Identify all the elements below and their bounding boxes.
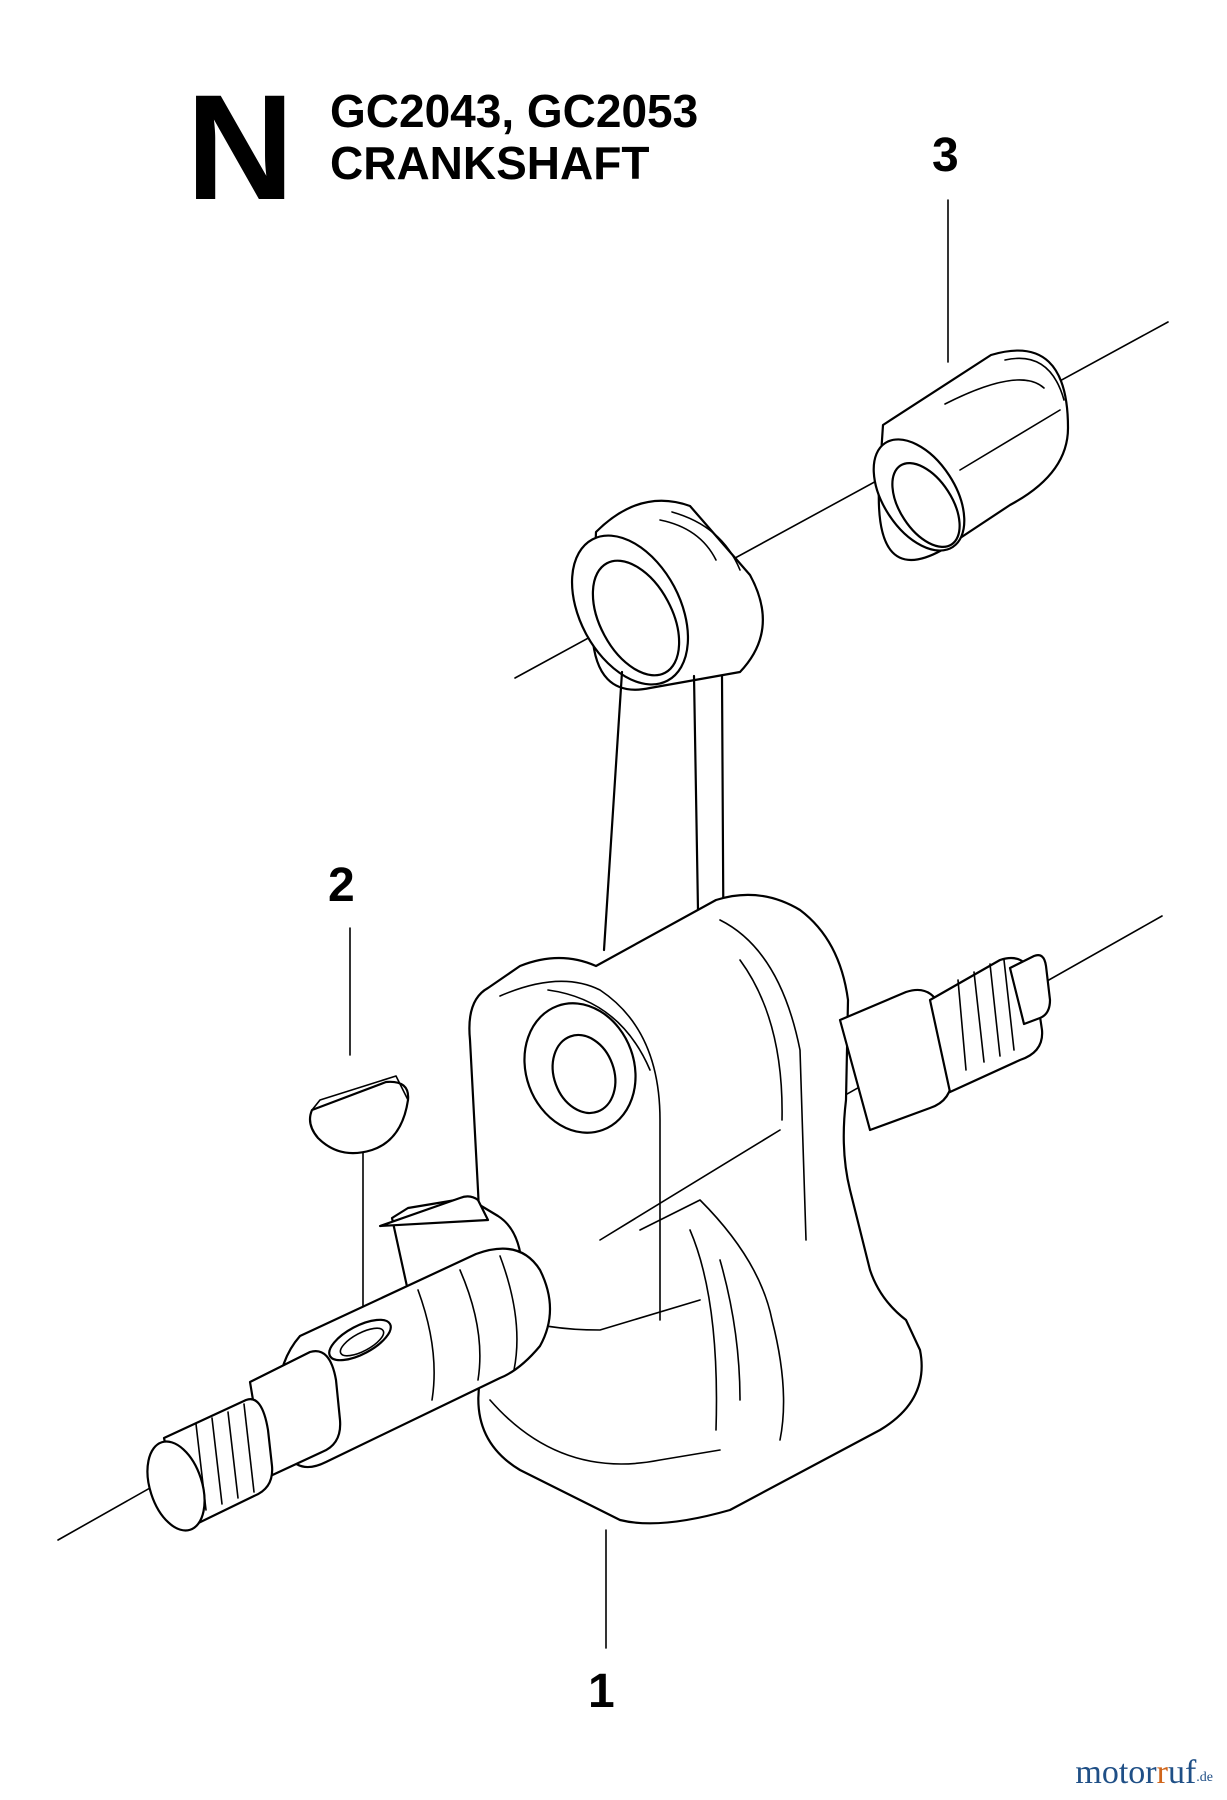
small-end-ring <box>570 499 764 691</box>
watermark-logo: motorruf.de <box>1075 1756 1213 1790</box>
woodruff-key-part <box>308 1075 410 1155</box>
diagram-title: CRANKSHAFT <box>330 137 650 189</box>
watermark-tld: .de <box>1196 1770 1213 1785</box>
bearing-bushing-part <box>872 349 1070 562</box>
watermark-brand-accent-r: r <box>1156 1754 1168 1791</box>
section-letter: N <box>186 63 294 231</box>
drive-side-shaft <box>838 954 1052 1132</box>
callout-number-2: 2 <box>328 859 355 912</box>
flywheel-side-shaft <box>146 1195 552 1532</box>
watermark-brand-a: motor <box>1075 1754 1157 1791</box>
keyway-slot <box>328 1318 392 1362</box>
callout-number-1: 1 <box>588 1665 615 1718</box>
model-numbers: GC2043, GC2053 <box>330 85 699 137</box>
crank-web <box>468 893 923 1525</box>
watermark-brand-b: uf <box>1167 1754 1197 1791</box>
callout-number-3: 3 <box>932 129 959 182</box>
